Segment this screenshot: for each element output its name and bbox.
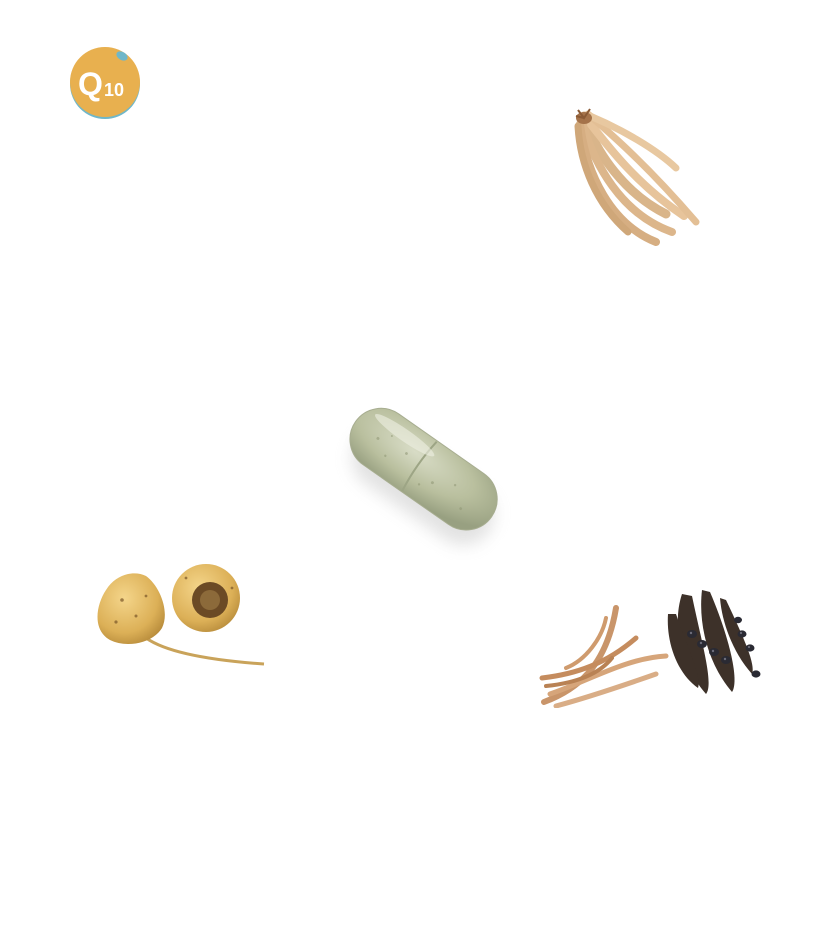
- mucuna-pod-icon: [667, 590, 761, 694]
- q10-number: 10: [104, 80, 124, 100]
- capsule-center: [318, 380, 528, 560]
- maca-root-bottom-left: [86, 560, 270, 672]
- ashwagandha-root-icon: [539, 605, 669, 708]
- maca-root-icon: [97, 564, 265, 666]
- mucuna-pods-bottom-right: [662, 584, 770, 700]
- q10-badge: Q 10: [66, 46, 144, 120]
- root-bundle-icon: [574, 108, 700, 246]
- q10-letter: Q: [78, 66, 103, 102]
- root-bundle-top-right: [566, 104, 708, 248]
- q10-badge-icon: Q 10: [70, 47, 140, 119]
- ashwagandha-roots-bottom-right: [536, 598, 672, 708]
- capsule-icon: [349, 407, 498, 545]
